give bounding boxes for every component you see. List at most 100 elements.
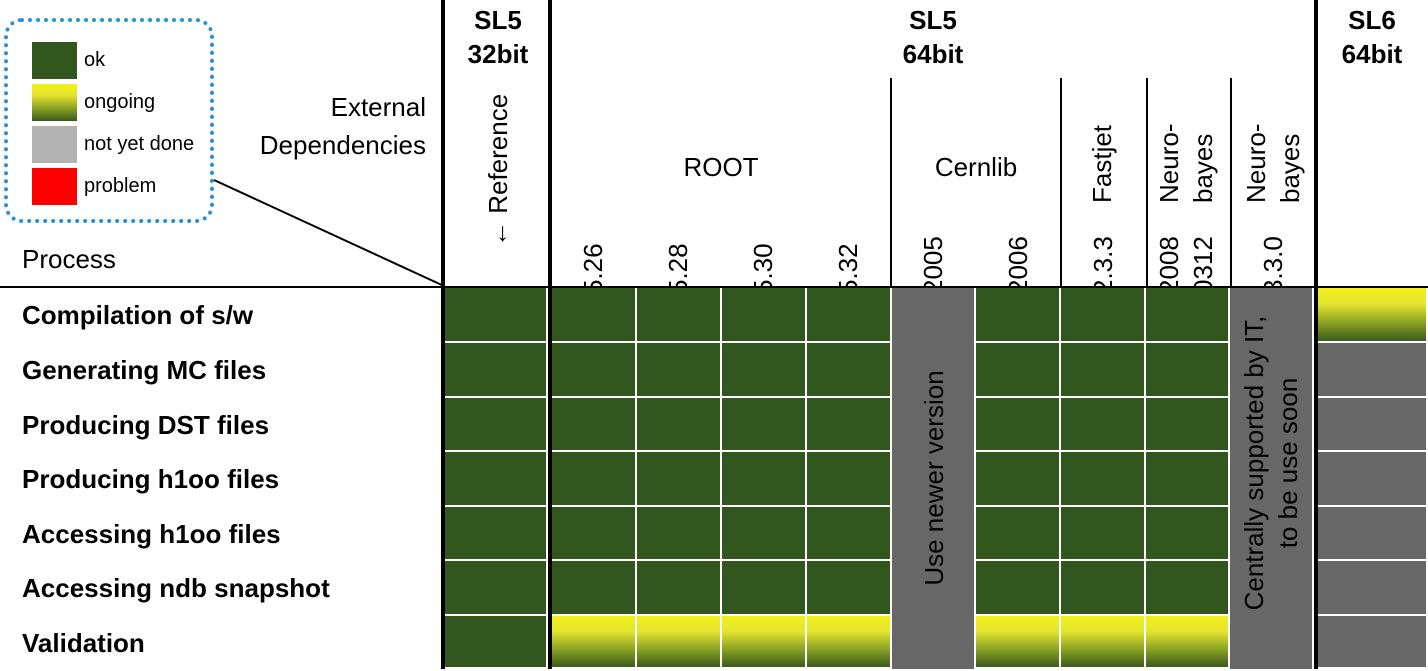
status-cell <box>637 561 722 616</box>
status-cell <box>1146 561 1230 616</box>
status-cell <box>637 452 722 507</box>
merged-note-nb330-line1: Centrally supported by IT, <box>1239 315 1269 611</box>
status-cell <box>976 398 1061 452</box>
divider-sl5-64-left <box>548 0 552 669</box>
status-cell <box>976 507 1061 561</box>
divider-nb-nb330 <box>1230 78 1232 288</box>
status-cell <box>552 288 637 343</box>
status-cell <box>807 507 892 561</box>
col-label-root-532: 5.32 <box>833 243 863 294</box>
status-cell <box>637 288 722 343</box>
status-cell <box>637 398 722 452</box>
status-cell <box>1061 343 1146 398</box>
sl5-64-line2: 64bit <box>902 39 964 69</box>
status-cell <box>444 343 548 398</box>
status-cell <box>1146 398 1230 452</box>
legend <box>4 18 214 223</box>
status-cell <box>637 343 722 398</box>
status-cell <box>1061 507 1146 561</box>
status-cell <box>807 288 892 343</box>
merged-neurobayes-330 <box>1230 288 1314 669</box>
header-bottom-line <box>0 286 1428 288</box>
status-cell <box>1316 561 1428 616</box>
divider-fastjet-nb <box>1146 78 1148 288</box>
legend-swatch-problem <box>32 168 77 205</box>
status-cell <box>552 561 637 616</box>
status-cell <box>552 452 637 507</box>
status-cell <box>807 561 892 616</box>
status-cell <box>722 343 807 398</box>
status-cell <box>1061 398 1146 452</box>
row-label-accessing-h1oo: Accessing h1oo files <box>22 519 281 549</box>
row-label-compilation: Compilation of s/w <box>22 300 254 330</box>
status-cell <box>1316 343 1428 398</box>
divider-sl5-32-left <box>441 0 445 669</box>
status-cell <box>807 452 892 507</box>
col-label-reference: ← Reference <box>483 93 513 247</box>
col-label-cernlib-2005: 2005 <box>918 236 948 294</box>
status-cell <box>1316 452 1428 507</box>
status-cell <box>637 616 722 669</box>
status-cell <box>1316 507 1428 561</box>
group-root: ROOT <box>683 152 759 182</box>
status-cell <box>552 398 637 452</box>
col-title-nb-line1: Neuro- <box>1154 123 1184 203</box>
status-cell <box>1316 288 1428 343</box>
group-cernlib: Cernlib <box>934 152 1018 182</box>
status-cell <box>1146 452 1230 507</box>
legend-label-not-done: not yet done <box>84 133 195 155</box>
col-label-root-526: 5.26 <box>578 243 608 294</box>
row-label-producing-dst: Producing DST files <box>22 410 270 440</box>
sl5-64-line1: SL5 <box>909 5 957 35</box>
legend-label-problem: problem <box>84 175 157 197</box>
status-cell <box>976 561 1061 616</box>
status-cell <box>976 452 1061 507</box>
status-cell <box>637 507 722 561</box>
col-label-root-528: 5.28 <box>663 243 693 294</box>
status-cell <box>807 343 892 398</box>
legend-swatch-ok <box>32 42 77 79</box>
status-cell <box>1061 288 1146 343</box>
status-cell <box>1061 452 1146 507</box>
merged-note-cernlib-2005: Use newer version <box>919 370 949 586</box>
status-cell <box>722 452 807 507</box>
status-cell <box>1146 507 1230 561</box>
divider-cernlib-fastjet <box>1060 78 1062 288</box>
status-cell <box>976 288 1061 343</box>
status-cell <box>976 343 1061 398</box>
divider-root-cernlib <box>890 78 892 288</box>
sl5-32-line2: 32bit <box>467 39 529 69</box>
col-label-nb-2008: 2008 <box>1154 236 1184 294</box>
status-cell <box>722 398 807 452</box>
col-title-nb330-line2: bayes <box>1275 133 1305 203</box>
sl5-32-line1: SL5 <box>474 5 522 35</box>
status-cell <box>722 288 807 343</box>
status-cell <box>444 507 548 561</box>
status-cell <box>722 561 807 616</box>
status-cell <box>807 398 892 452</box>
status-cell <box>976 616 1061 669</box>
status-cell <box>722 507 807 561</box>
status-cell <box>1316 398 1428 452</box>
col-label-root-530: 5.30 <box>748 243 778 294</box>
merged-note-nb330-line2: to be use soon <box>1273 377 1303 549</box>
row-label-accessing-ndb: Accessing ndb snapshot <box>22 573 330 603</box>
status-cell <box>1146 343 1230 398</box>
status-cell <box>552 616 637 669</box>
legend-swatch-ongoing <box>32 84 77 121</box>
row-label-generating-mc: Generating MC files <box>22 355 267 385</box>
col-title-nb330-line1: Neuro- <box>1241 123 1271 203</box>
status-cell <box>1316 616 1428 669</box>
legend-label-ongoing: ongoing <box>84 91 156 113</box>
col-title-nb-line2: bayes <box>1188 133 1218 203</box>
sl6-64-line1: SL6 <box>1348 5 1396 35</box>
external-label-line1: External <box>330 92 426 122</box>
status-cell <box>1146 288 1230 343</box>
status-cell <box>722 616 807 669</box>
row-label-validation: Validation <box>22 628 145 658</box>
status-cell <box>1146 616 1230 669</box>
col-label-cernlib-2006: 2006 <box>1003 236 1033 294</box>
status-cell <box>807 616 892 669</box>
